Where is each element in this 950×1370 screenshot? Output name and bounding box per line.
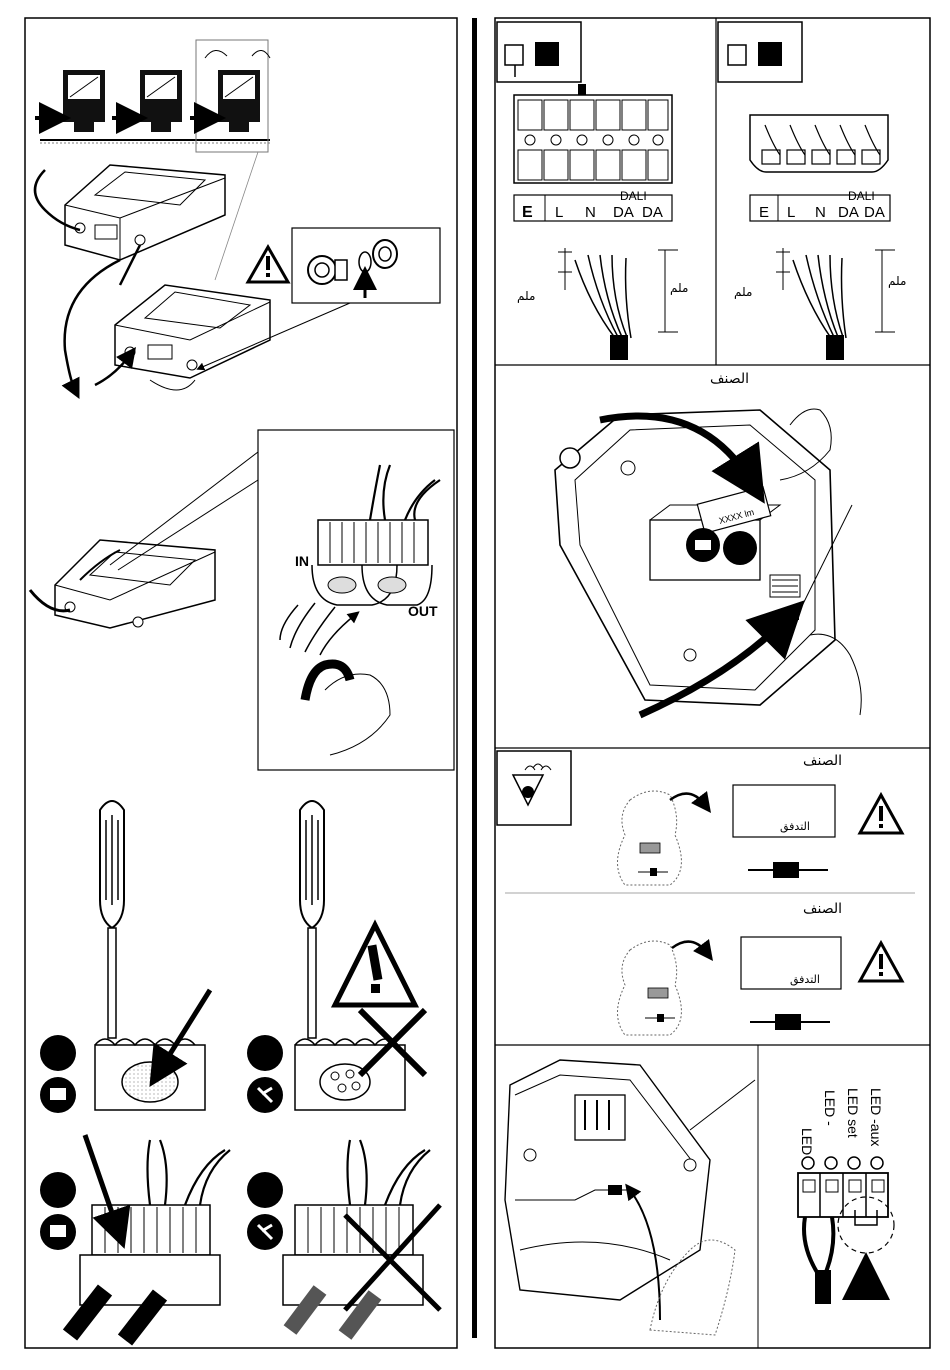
warning-triangle-icon (248, 247, 288, 282)
luminaire-3 (205, 50, 270, 132)
connector-type-badge (497, 22, 581, 82)
column-divider (472, 18, 477, 1338)
led-connector-panel: LED + LED - LED set LED -aux (505, 1060, 894, 1335)
connector-type-badge (718, 22, 802, 82)
terminal-label-e: E (759, 204, 769, 221)
mm-label: ملم (888, 274, 906, 288)
led-label-set: LED set (845, 1088, 861, 1138)
mm-label: ملم (734, 285, 752, 299)
class-sticker-panel: الصنف XXXX lm (555, 371, 861, 715)
mm-label: ملم (670, 281, 688, 295)
junction-box-open (30, 452, 258, 628)
dali-label: DALI (620, 189, 647, 203)
accessory-bag-panel-1: الصنف التدفق (497, 751, 902, 885)
cable-insert-wrong (247, 1140, 440, 1335)
wire-strip-diagram: ملم ملم (517, 248, 688, 360)
terminal-diagram-right: DALI E L N DA DA ملم ملم (718, 22, 906, 360)
terminal-label-da2: DA (864, 204, 885, 221)
mm-label: ملم (517, 289, 535, 303)
class-title: الصنف (803, 753, 842, 769)
screwdriver-left (100, 801, 124, 1038)
terminal-release-wrong (247, 1010, 425, 1113)
warning-triangle-icon (860, 943, 902, 981)
in-label: IN (295, 553, 309, 569)
led-label-aux: LED -aux (868, 1088, 884, 1146)
class-title: الصنف (710, 371, 749, 387)
in-out-terminal-block: IN OUT (280, 465, 440, 755)
warning-triangle-icon (860, 795, 902, 833)
remote-sensor-badge (497, 751, 571, 825)
terminal-label-da1: DA (613, 204, 634, 221)
terminal-label-da2: DA (642, 204, 663, 221)
accessory-bag-panel-2: الصنف التدفق (618, 901, 903, 1035)
out-label: OUT (408, 603, 438, 619)
led-label-minus: LED - (822, 1090, 838, 1126)
luminaire-2 (140, 70, 182, 132)
flow-label: التدفق (780, 820, 810, 834)
terminal-diagram-left: DALI E L N DA DA ملم ملم (497, 22, 688, 360)
wire-strip-diagram: ملم ملم (734, 248, 906, 360)
junction-box-lower (65, 260, 270, 390)
junction-box-upper (35, 165, 225, 285)
terminal-label-e: E (522, 204, 533, 221)
screwdriver-right (300, 801, 324, 1038)
flow-label: التدفق (790, 973, 820, 987)
terminal-label-l: L (787, 204, 795, 221)
class-title: الصنف (803, 901, 842, 917)
luminaire-1 (63, 70, 105, 132)
terminal-label-l: L (555, 204, 563, 221)
dali-label: DALI (848, 189, 875, 203)
cable-insert-correct (40, 1135, 230, 1340)
terminal-label-n: N (815, 204, 826, 221)
terminal-label-n: N (585, 204, 596, 221)
terminal-release-correct (40, 990, 210, 1113)
warning-triangle-icon (335, 925, 415, 1005)
terminal-label-da1: DA (838, 204, 859, 221)
